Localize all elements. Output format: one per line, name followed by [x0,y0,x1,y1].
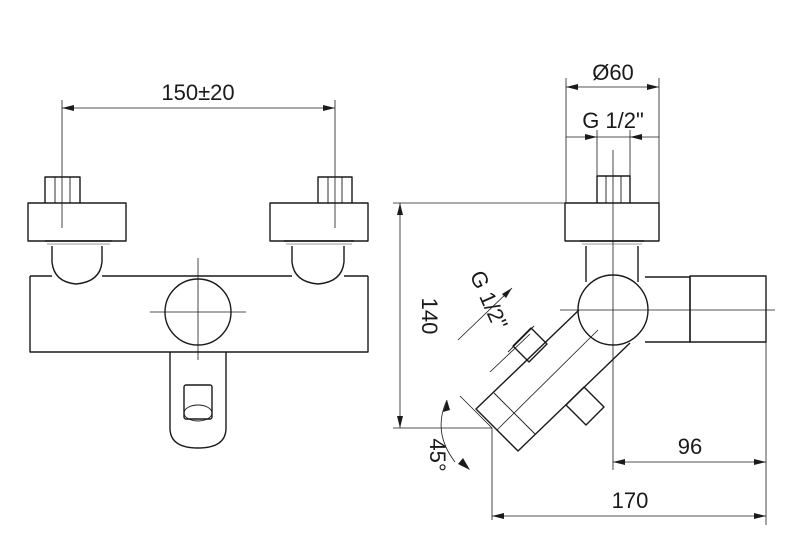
side-body-circle [560,274,775,346]
mixer-body [29,275,369,353]
side-angled-spout [475,309,631,452]
right-inlet-connector [269,176,369,285]
dim-spacing-label: 150±20 [161,80,234,105]
dim-thread-side-label: G 1/2" [465,267,513,333]
top-thread-dimension: G 1/2" [566,108,659,177]
spacing-dimension: 150±20 [62,80,335,111]
left-inlet-connector [27,176,127,285]
spout [169,352,227,449]
front-view: 150±20 [27,80,369,449]
depth-total-dimension: 170 [492,488,766,519]
dim-thread-top-label: G 1/2" [582,108,644,133]
side-thread-dimension: G 1/2" [457,267,531,373]
dim-angle-label: 45° [425,438,450,471]
side-handle [645,275,767,343]
angle-dimension: 45° [425,395,493,520]
side-view: Ø60 G 1/2" [393,60,775,525]
diameter-dimension: Ø60 [565,60,660,203]
dim-depth-inner-label: 96 [678,434,702,459]
dim-depth-total-label: 170 [612,488,649,513]
control-knob [150,258,246,360]
height-dimension: 140 [393,202,565,429]
dim-height-label: 140 [417,298,442,335]
dim-diameter-label: Ø60 [592,60,634,85]
depth-inner-dimension: 96 [613,342,767,525]
